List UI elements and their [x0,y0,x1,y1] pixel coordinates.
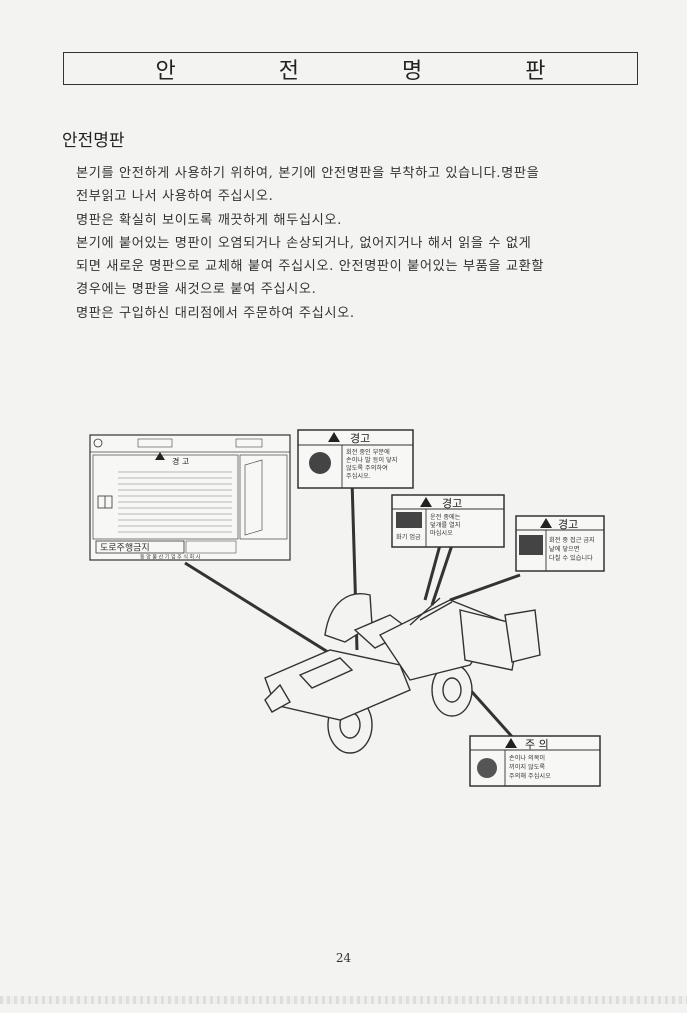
warning-label-3-line: 회전 중 접근 금지 [549,536,595,544]
panel-fine-print [118,471,232,533]
paragraph-line: 전부읽고 나서 사용하여 주십시오. [76,189,274,205]
page-title: 안 전 명 판 [155,58,594,84]
warning-triangle-icon [420,497,432,507]
paragraph-line: 본기에 붙어있는 명판이 오염되거나 손상되거나, 없어지거나 해서 읽을 수 … [76,235,532,251]
caution-label-line: 주의해 주십시오 [509,772,551,780]
fire-hazard-icon [396,512,422,528]
logo-icon [93,438,103,448]
warning-triangle-icon [328,432,340,442]
no-road-driving-sign: 도로주행금지 [100,542,150,554]
warning-label-3-title: 경고 [558,518,578,531]
warning-label-2-line: 덮개를 열지 [430,521,460,529]
warning-label-1-line: 손이나 발 등이 닿지 [346,456,397,464]
caution-label-title: 주 의 [525,738,549,751]
paragraph-line: 되면 새로운 명판으로 교체해 붙여 주십시오. 안전명판이 붙어있는 부품을 … [76,259,545,275]
warning-label-3-line: 날에 닿으면 [549,545,580,553]
rotary-blade-icon [519,535,543,555]
warning-label-1-title: 경고 [350,432,370,445]
warning-label-1-line: 않도록 주의하여 [346,464,388,472]
warning-label-2-title: 경고 [442,497,462,510]
tractor-label-diagram: 경 고 도로주행금지 [89,429,605,787]
caution-label: 주 의 손이나 의복이 끼이지 않도록 주의해 주십시오 [469,735,601,787]
caution-label-line: 손이나 의복이 [509,754,545,762]
paragraph-line: 경우에는 명판을 새것으로 붙여 주십시오. [76,282,317,298]
warning-triangle-icon [505,738,517,748]
warning-label-2-line: 마십시오 [430,529,453,537]
paragraph-line: 명판은 확실히 보이도록 깨끗하게 해두십시오. [76,212,342,228]
scan-artifact-strip [0,996,687,1004]
instruction-text: 본기를 안전하게 사용하기 위하여, 본기에 안전명판을 부착하고 있습니다.명… [76,162,616,325]
warning-triangle-icon [540,518,552,528]
warning-label-2-line: 운전 중에는 [430,513,461,521]
warning-label-1-line: 주십시오. [346,472,371,480]
safety-label-figure: 경 고 도로주행금지 [0,420,687,840]
hand-hazard-icon [309,452,331,474]
entanglement-icon [477,758,497,778]
paragraph-line: 명판은 구입하신 대리점에서 주문하여 주십시오. [76,305,355,321]
page-number: 24 [335,951,352,965]
tractor-illustration [264,593,541,754]
main-warning-panel: 경 고 도로주행금지 [89,434,291,561]
warning-label-3: 경고 회전 중 접근 금지 날에 닿으면 다칠 수 있습니다 [515,515,605,572]
warning-label-3-line: 다칠 수 있습니다 [549,554,593,562]
warning-label-2: 경고 운전 중에는 덮개를 열지 마십시오 화기 엄금 [391,494,505,548]
section-heading: 안전명판 [62,131,125,151]
panel-title: 경 고 [172,456,189,466]
warning-label-1: 경고 회전 중인 부분에 손이나 발 등이 닿지 않도록 주의하여 주십시오. [297,429,414,489]
caution-label-line: 끼이지 않도록 [509,763,545,771]
warning-label-2-line: 화기 엄금 [396,533,421,541]
warning-label-1-line: 회전 중인 부분에 [346,448,390,456]
page-title-box: 안 전 명 판 [63,52,638,85]
paragraph-line: 본기를 안전하게 사용하기 위하여, 본기에 안전명판을 부착하고 있습니다.명… [76,166,540,181]
panel-footer: 동 양 물 산 기 업 주 식 회 사 [140,554,201,561]
